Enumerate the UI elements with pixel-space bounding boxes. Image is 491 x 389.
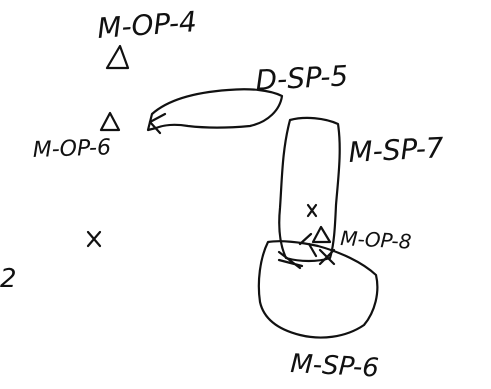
outline-m-sp-7 [279,118,339,261]
label-m-op-8: M-OP-8 [340,226,412,254]
cross-marker-upper [308,205,316,216]
triangle-marker-m-op-6 [101,113,119,130]
label-cut-edge: 2 [0,264,17,294]
label-m-sp-7: M-SP-7 [348,131,445,169]
cross-marker-left [88,232,100,246]
label-m-op-6: M-OP-6 [32,135,111,163]
cross-marker-lower [279,250,334,268]
label-m-op-4: M-OP-4 [96,5,198,45]
triangle-marker-m-op-4 [107,46,128,68]
triangle-marker-m-op-8 [300,227,330,256]
outline-m-sp-6 [259,241,378,337]
label-m-sp-6: M-SP-6 [290,349,380,384]
